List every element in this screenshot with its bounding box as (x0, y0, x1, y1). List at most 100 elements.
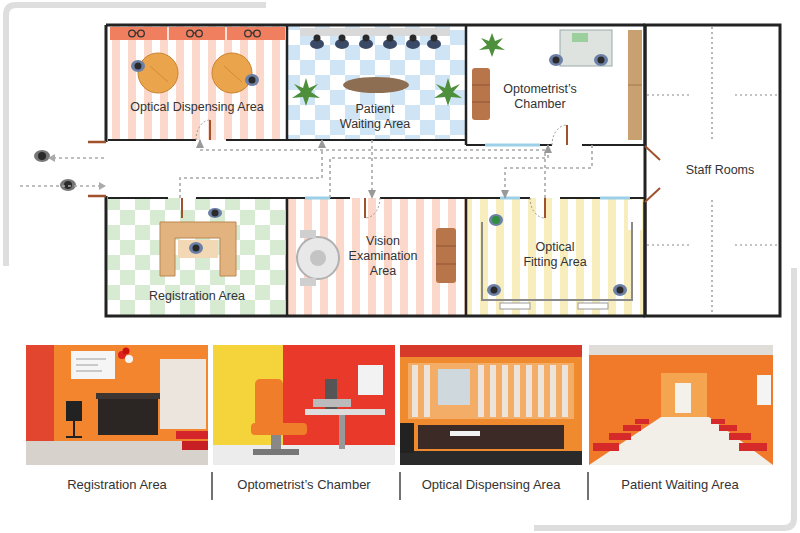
furniture-part (628, 200, 642, 230)
photo-patient-waiting-part (661, 373, 707, 417)
photo-optical-dispensing-part-part (490, 365, 496, 417)
people-part-part (594, 54, 608, 66)
photo-caption: Patient Waiting Area (621, 477, 738, 493)
photo-registration-part (160, 359, 206, 429)
people-part-part (249, 77, 256, 84)
spectacle-display-band-part-part (196, 30, 203, 37)
doors-part (645, 146, 660, 202)
spectacle-display-band (110, 27, 285, 40)
room-label: Patient Waiting Area (335, 102, 415, 132)
furniture-part (628, 30, 642, 140)
spectacle-display-band-part (129, 30, 261, 37)
furniture-part (472, 68, 490, 120)
room-floors (108, 25, 780, 316)
people-part-part (387, 35, 394, 42)
photo-registration-part (66, 421, 82, 437)
furniture-part (572, 33, 588, 42)
furniture-part (482, 222, 632, 300)
furniture-part (300, 278, 316, 286)
room-floors-part (287, 198, 466, 316)
photo-patient-waiting-part-part (739, 443, 767, 451)
photo-optical-dispensing-part (400, 451, 582, 465)
photo-optical-dispensing-part (450, 431, 480, 436)
photo-optical-dispensing-part-part (478, 365, 484, 417)
photo-patient-waiting-part (589, 417, 773, 465)
doors-part (544, 198, 546, 218)
photo-optical-dispensing-part-part (424, 365, 430, 417)
doors-part (365, 198, 380, 218)
doors-part (196, 120, 210, 140)
spectacle-display-band-part-part (135, 32, 138, 33)
photo-optical-dispensing-part-part (550, 365, 556, 417)
furniture-part (300, 28, 450, 36)
windows (305, 145, 630, 198)
caption-separators (212, 472, 588, 500)
photo-registration-part (176, 431, 208, 439)
photo-registration-part (66, 401, 82, 421)
furniture-part (436, 228, 456, 283)
photo-caption: Optical Dispensing Area (422, 477, 561, 493)
photo-registration-part (125, 355, 133, 363)
spectacle-display-band-part (110, 27, 285, 40)
entrance-exit-heads-part (48, 154, 55, 162)
room-area: Staff Rooms (645, 25, 780, 316)
photo-registration-part (26, 345, 208, 465)
room-area: Patient Waiting Area (287, 25, 466, 140)
photo-optical-dispensing-part (408, 363, 574, 419)
room-area: Registration Area (108, 198, 287, 316)
furniture-part (310, 250, 326, 266)
people (34, 35, 627, 297)
people-part (135, 57, 624, 294)
doors-part (552, 125, 567, 145)
doors-part (364, 198, 366, 218)
photo-patient-waiting-part-part (609, 433, 631, 440)
walls-part (108, 140, 645, 145)
photo-patient-waiting-part-part (729, 433, 751, 440)
plants (292, 33, 505, 106)
room-floors-part (466, 198, 645, 316)
spectacle-display-band-part-part (129, 30, 136, 37)
people-part-part (549, 54, 563, 66)
photo-optometrist-chamber-part (313, 399, 351, 407)
photo-caption: Optometrist’s Chamber (237, 477, 370, 493)
people-part (492, 216, 500, 224)
flow-arrow (371, 140, 373, 198)
entrance-exit-heads-part (99, 182, 106, 190)
photo-optical-dispensing-part-part (526, 365, 532, 417)
photo-optometrist-chamber-part (271, 435, 281, 449)
doors-part (181, 198, 183, 218)
spectacle-display-band-part-part (254, 30, 261, 37)
spectacle-display-band-part-part (245, 30, 252, 37)
people-part-part (131, 60, 145, 72)
windows-part (305, 145, 630, 198)
spectacle-display-band-part-part (251, 32, 254, 33)
people-part-part (189, 242, 203, 254)
room-area: Optical Fitting Area (466, 198, 645, 316)
entrance-exit-paths-part (20, 185, 104, 187)
photo-registration-part (71, 351, 115, 379)
photo-optometrist-chamber-part (253, 449, 299, 455)
photo-optometrist-chamber-part (255, 379, 283, 427)
flow-arrow (330, 145, 548, 198)
photo-optical-dispensing-part-part (502, 365, 508, 417)
photo-optical-dispensing-part-part (538, 365, 544, 417)
photo-optical-dispensing-part (400, 423, 414, 453)
photo-optical-dispensing-part-part (514, 365, 520, 417)
walls (106, 25, 780, 316)
photo-registration-part (98, 399, 158, 435)
furniture-part (436, 246, 456, 264)
spectacle-display-band-part-part (138, 30, 145, 37)
room-area: Vision Examination Area (287, 198, 466, 316)
doors-part (530, 198, 545, 218)
people-part (310, 39, 441, 49)
room-floors-part (108, 25, 287, 140)
photo-optometrist-chamber-part (339, 415, 345, 449)
photo-registration-part (76, 359, 106, 371)
photo-optometrist-chamber-part (251, 423, 307, 435)
walls-part (106, 25, 645, 316)
room-label: Staff Rooms (660, 163, 780, 178)
room-floors-part (645, 25, 780, 316)
photo-patient-waiting-part-part (593, 443, 619, 451)
people-part-part (34, 150, 50, 162)
